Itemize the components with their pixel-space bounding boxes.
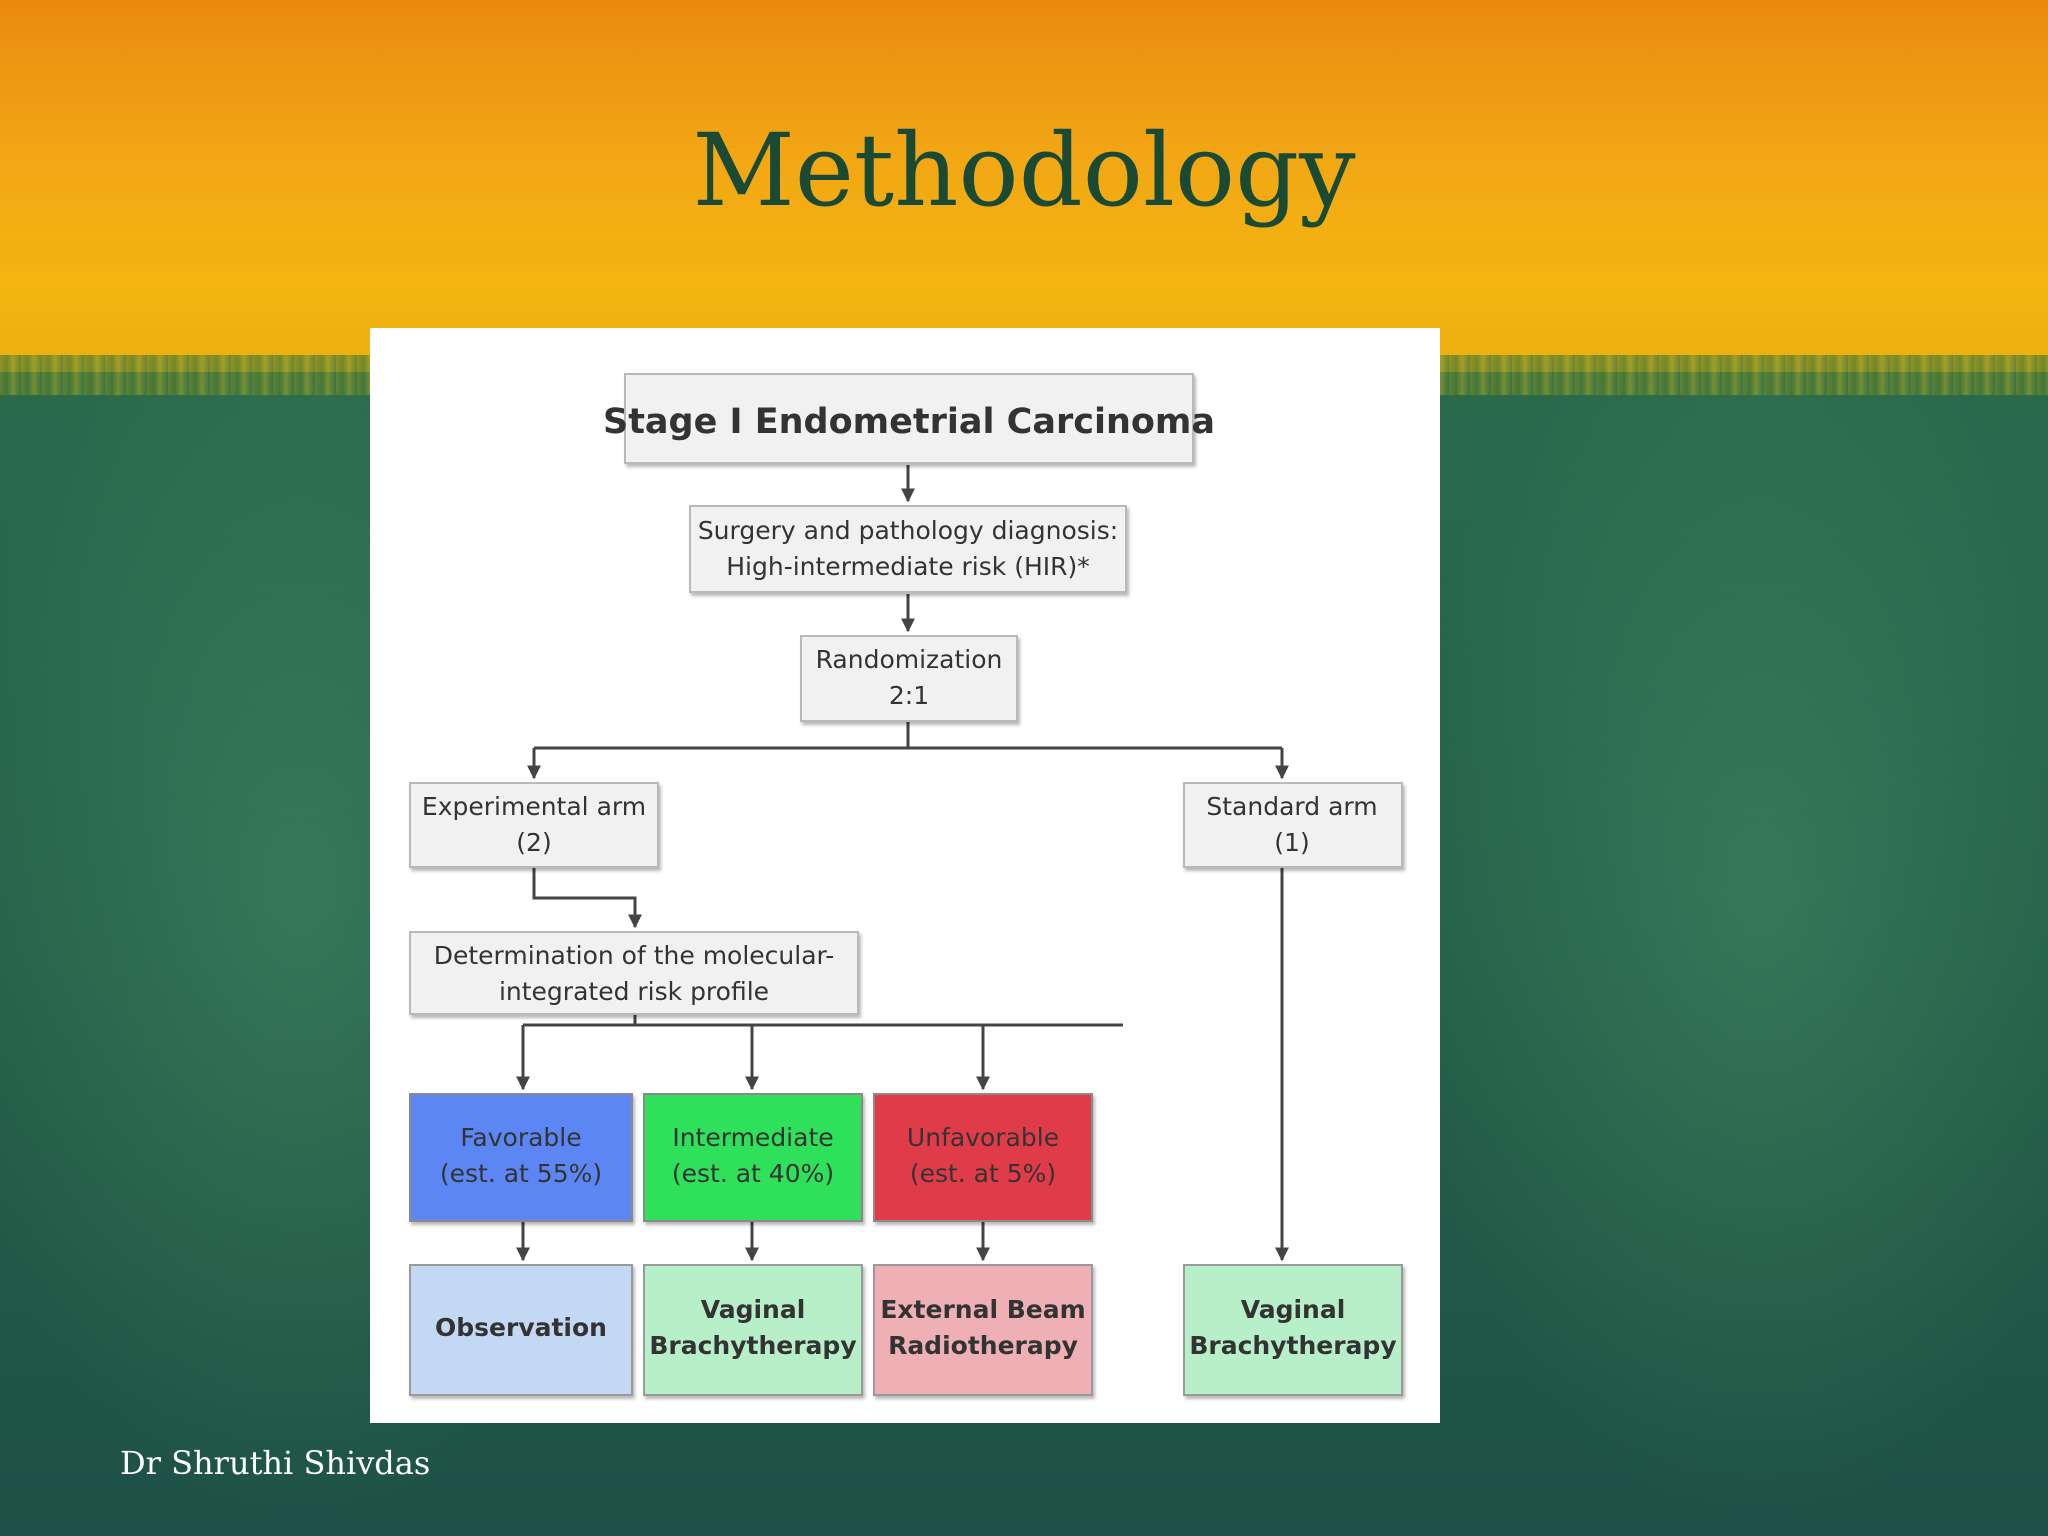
box-experimental-arm: Experimental arm (2) (409, 782, 659, 868)
box-intermediate-line-2: (est. at 40%) (672, 1159, 834, 1188)
box-favorable-line-1: Favorable (460, 1123, 581, 1152)
box-experimental-arm-line-1: Experimental arm (422, 792, 646, 821)
box-randomization-line-2: 2:1 (889, 681, 929, 710)
box-stage: Stage I Endometrial Carcinoma (603, 373, 1215, 464)
box-unfavorable-line-1: Unfavorable (907, 1123, 1059, 1152)
box-external-beam-line-1: External Beam (880, 1295, 1085, 1324)
box-external-beam-rect (873, 1264, 1093, 1396)
box-surgery-line-1: Surgery and pathology diagnosis: (698, 516, 1118, 545)
box-observation-rect (409, 1264, 633, 1396)
box-external-beam-line-2: Radiotherapy (888, 1331, 1078, 1360)
box-determination-rect (409, 931, 859, 1015)
box-surgery: Surgery and pathology diagnosis: High-in… (689, 505, 1127, 593)
box-randomization: Randomization 2:1 (800, 635, 1018, 722)
box-randomization-rect (800, 635, 1018, 722)
box-favorable-rect (409, 1093, 633, 1222)
box-stage-line-1: Stage I Endometrial Carcinoma (603, 402, 1215, 442)
box-determination-line-1: Determination of the molecular- (434, 941, 835, 970)
footer-author: Dr Shruthi Shivdas (120, 1444, 431, 1482)
box-vaginal-brachytherapy-standard-rect (1183, 1264, 1403, 1396)
box-standard-arm: Standard arm (1) (1183, 782, 1403, 868)
box-external-beam: External Beam Radiotherapy (873, 1264, 1093, 1396)
box-vaginal-brachytherapy-standard-line-1: Vaginal (1241, 1295, 1346, 1324)
box-unfavorable-line-2: (est. at 5%) (910, 1159, 1056, 1188)
slide-title: Methodology (692, 112, 1356, 229)
box-observation-line-1: Observation (435, 1313, 607, 1342)
box-vaginal-brachytherapy-experimental-rect (643, 1264, 863, 1396)
box-favorable-line-2: (est. at 55%) (440, 1159, 602, 1188)
box-experimental-arm-line-2: (2) (516, 828, 551, 857)
box-determination-line-2: integrated risk profile (499, 977, 769, 1006)
box-determination: Determination of the molecular- integrat… (409, 931, 859, 1015)
background-top (0, 0, 2048, 380)
arrow-experimental-to-determination (532, 867, 642, 929)
connectors (516, 465, 1289, 1262)
box-intermediate: Intermediate (est. at 40%) (643, 1093, 863, 1222)
box-vaginal-brachytherapy-experimental-line-1: Vaginal (701, 1295, 806, 1324)
box-experimental-arm-rect (409, 782, 659, 868)
flowchart: Stage I Endometrial Carcinoma Surgery an… (409, 373, 1403, 1396)
box-vaginal-brachytherapy-standard-line-2: Brachytherapy (1189, 1331, 1396, 1360)
box-randomization-line-1: Randomization (816, 645, 1003, 674)
box-unfavorable: Unfavorable (est. at 5%) (873, 1093, 1093, 1222)
flowchart-panel: Stage I Endometrial Carcinoma Surgery an… (370, 328, 1440, 1423)
box-vaginal-brachytherapy-standard: Vaginal Brachytherapy (1183, 1264, 1403, 1396)
box-intermediate-line-1: Intermediate (672, 1123, 833, 1152)
box-vaginal-brachytherapy-experimental-line-2: Brachytherapy (649, 1331, 856, 1360)
box-vaginal-brachytherapy-experimental: Vaginal Brachytherapy (643, 1264, 863, 1396)
box-stage-rect (624, 373, 1194, 464)
box-unfavorable-rect (873, 1093, 1093, 1222)
box-favorable: Favorable (est. at 55%) (409, 1093, 633, 1222)
box-observation: Observation (409, 1264, 633, 1396)
box-standard-arm-line-1: Standard arm (1206, 792, 1377, 821)
box-standard-arm-line-2: (1) (1274, 828, 1309, 857)
box-surgery-line-2: High-intermediate risk (HIR)* (726, 552, 1090, 581)
box-standard-arm-rect (1183, 782, 1403, 868)
box-surgery-rect (689, 505, 1127, 593)
box-intermediate-rect (643, 1093, 863, 1222)
